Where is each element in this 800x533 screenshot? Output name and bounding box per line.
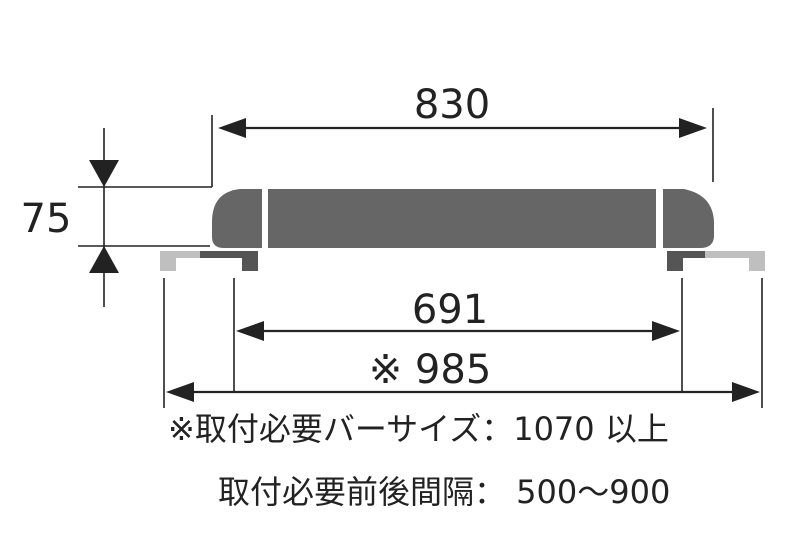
- required-spacing-note: 取付必要前後間隔： 500〜900: [218, 473, 670, 511]
- right-bracket-top-dark: [667, 251, 725, 258]
- outer-width-arrow-right: [732, 382, 760, 402]
- outer-width-dimension: ※ 985: [166, 347, 760, 402]
- inner-width-dimension: 691: [236, 287, 680, 341]
- right-bracket-top-light: [705, 251, 765, 258]
- inner-width-arrow-left: [236, 321, 264, 341]
- outer-width-label: ※ 985: [369, 347, 492, 393]
- height-arrow-top: [89, 160, 119, 187]
- left-bracket: [160, 251, 258, 271]
- inner-width-label: 691: [412, 287, 488, 333]
- height-dimension: 75: [21, 128, 212, 307]
- top-width-dimension: 830: [211, 82, 714, 187]
- roof-box-center: [268, 189, 656, 248]
- left-bracket-inner: [242, 251, 258, 271]
- left-bracket-top-dark: [200, 251, 258, 258]
- height-arrow-bottom: [89, 246, 119, 273]
- roof-box-right-end: [663, 189, 714, 248]
- left-bracket-top-light: [160, 251, 222, 258]
- required-bar-size-note: ※取付必要バーサイズ：1070 以上: [168, 410, 669, 448]
- inner-width-arrow-right: [652, 321, 680, 341]
- roof-box-left-end: [212, 189, 262, 248]
- top-width-arrow-right: [679, 118, 707, 138]
- height-label: 75: [21, 196, 72, 242]
- right-bracket-outer: [749, 251, 765, 271]
- top-width-arrow-left: [218, 118, 246, 138]
- outer-width-arrow-left: [166, 382, 194, 402]
- right-bracket: [667, 251, 765, 271]
- roof-box-body: [212, 189, 714, 248]
- top-width-label: 830: [414, 82, 490, 128]
